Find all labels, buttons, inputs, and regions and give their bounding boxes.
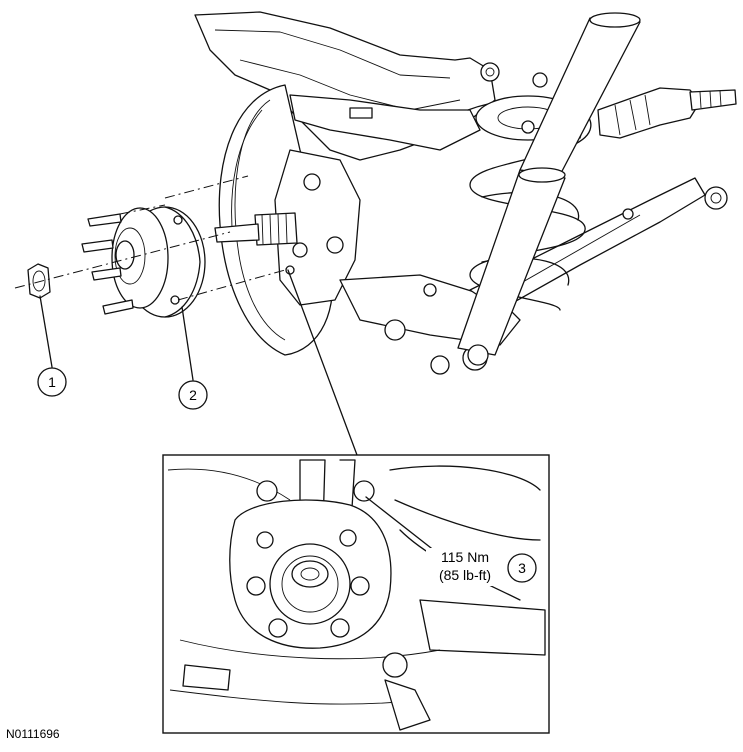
- figure-id: N0111696: [6, 727, 60, 741]
- callout-3: 3: [507, 553, 537, 583]
- torque-spec: 115 Nm (85 lb-ft): [426, 548, 504, 586]
- callout-3-label: 3: [518, 560, 526, 576]
- leader-lines: [39, 269, 358, 456]
- callout-2: 2: [178, 380, 208, 410]
- wheel-hub-bearing: [81, 206, 206, 318]
- torque-imperial: (85 lb-ft): [439, 567, 491, 583]
- callout-1: 1: [37, 367, 67, 397]
- suspension-assembly-illustration: [194, 11, 737, 375]
- torque-metric: 115 Nm: [441, 549, 489, 565]
- hub-nut: [27, 263, 51, 299]
- detail-inset: [162, 454, 550, 734]
- alignment-lines: [14, 175, 286, 301]
- callout-2-label: 2: [189, 387, 197, 403]
- callout-1-label: 1: [48, 374, 56, 390]
